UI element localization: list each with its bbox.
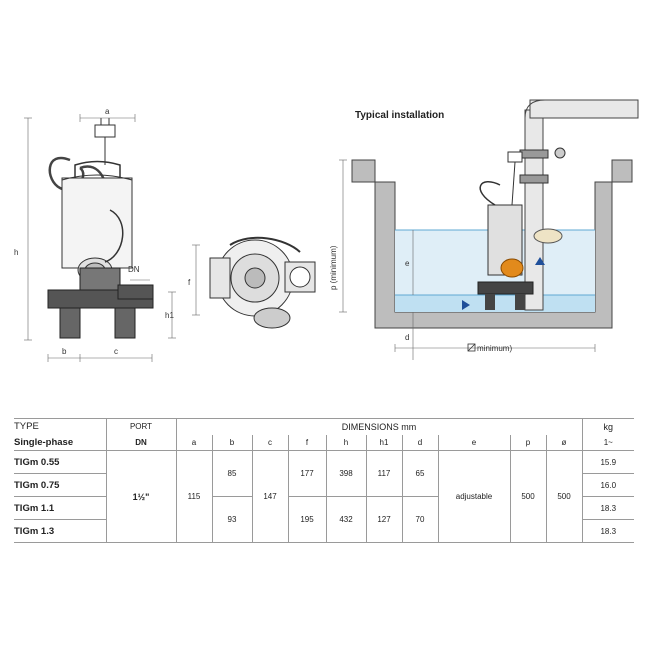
dim-diam-min-label: minimum) [477, 344, 512, 353]
d-value-2: 70 [401, 496, 438, 543]
b-value-2: 93 [211, 496, 252, 543]
dim-c-label: c [114, 347, 118, 356]
dim-d-label: d [405, 333, 409, 342]
kg-value: 15.9 [581, 450, 634, 474]
spec-table: TYPE PORT DIMENSIONS mm kg Single-phase … [14, 418, 634, 543]
h1-value-2: 127 [365, 496, 402, 543]
dim-h1-label: h1 [165, 311, 174, 320]
dimensions-header: DIMENSIONS mm [175, 418, 582, 435]
col-a-header: a [175, 434, 212, 451]
diam-value: 500 [545, 450, 582, 543]
e-value: adjustable [437, 450, 510, 543]
dim-h-label: h [14, 248, 18, 257]
kg-value: 16.0 [581, 473, 634, 497]
col-f-header: f [287, 434, 326, 451]
h1-value-1: 117 [365, 450, 402, 497]
model-name: TIGm 0.75 [14, 479, 60, 491]
installation-diagram [351, 99, 639, 329]
side-view-dimensions [24, 114, 176, 362]
kg-value: 18.3 [581, 519, 634, 543]
installation-dimensions [339, 159, 596, 360]
pump-side-view [47, 118, 154, 339]
model-name: TIGm 0.55 [14, 456, 60, 468]
technical-drawing: a h b c h1 DN f [14, 99, 639, 362]
installation-title: Typical installation [355, 110, 445, 121]
col-d-header: d [401, 434, 438, 451]
table-row: TIGm 1.1 93 195 432 127 70 18.3 [14, 496, 634, 543]
dim-b-label: b [62, 347, 67, 356]
col-p-header: p [509, 434, 546, 451]
h-value-1: 398 [325, 450, 366, 497]
dim-e-label: e [405, 259, 410, 268]
d-value-1: 65 [401, 450, 438, 497]
col-b-header: b [211, 434, 252, 451]
a-value: 115 [175, 450, 212, 543]
port-header: PORT [105, 418, 176, 435]
col-h1-header: h1 [365, 434, 402, 451]
f-value-1: 177 [287, 450, 326, 497]
model-name: TIGm 1.1 [14, 502, 55, 514]
kg-value: 18.3 [581, 496, 634, 520]
kg-header: kg [581, 418, 634, 435]
f-value-2: 195 [287, 496, 326, 543]
dim-p-min-label: p (minimum) [329, 245, 338, 290]
b-value-1: 85 [211, 450, 252, 497]
kg-sub-header: 1~ [581, 434, 634, 451]
table-row: TIGm 0.55 1½" 115 85 147 177 398 117 65 … [14, 450, 634, 543]
dim-dn-label: DN [128, 265, 140, 274]
diameter-symbol-icon [467, 343, 476, 352]
model-name: TIGm 1.3 [14, 525, 55, 537]
p-value: 500 [509, 450, 546, 543]
col-diam-header: ø [545, 434, 582, 451]
dim-f-label: f [188, 278, 191, 287]
c-value: 147 [251, 450, 288, 543]
top-view-dimensions [192, 244, 200, 316]
col-e-header: e [437, 434, 510, 451]
pump-top-view [209, 236, 316, 329]
type-header: TYPE [14, 421, 39, 433]
dn-header: DN [105, 434, 176, 451]
h-value-2: 432 [325, 496, 366, 543]
port-value: 1½" [105, 450, 176, 543]
dim-a-label: a [105, 107, 110, 116]
col-c-header: c [251, 434, 288, 451]
single-phase-label: Single-phase [14, 436, 74, 448]
col-h-header: h [325, 434, 366, 451]
